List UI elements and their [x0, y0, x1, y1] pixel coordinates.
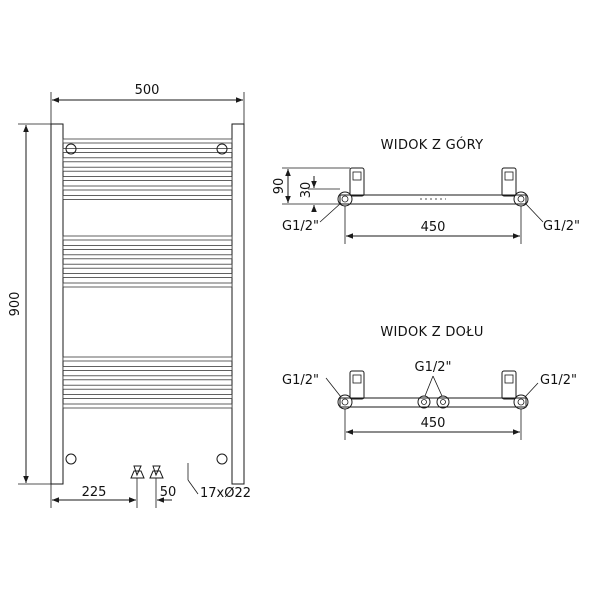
top-right-connection-label: G1/2": [543, 219, 580, 234]
horizontal-tubes: [62, 138, 233, 409]
bottom-right-plug: [216, 453, 228, 465]
left-collector: [50, 123, 64, 485]
offset-dimension-label: 225: [82, 485, 107, 500]
tube-8: [62, 235, 233, 241]
tube-19: [62, 403, 233, 409]
top-view-right-bracket: [501, 167, 517, 197]
tube-3: [62, 157, 233, 163]
pipe-spacing-label: 50: [160, 485, 177, 500]
top-view-title: WIDOK Z GÓRY: [381, 137, 484, 153]
tube-14: [62, 356, 233, 362]
bottom-center-connection-label: G1/2": [415, 360, 452, 375]
tube-17: [62, 384, 233, 390]
tube-6: [62, 185, 233, 191]
width-dimension-label: 500: [135, 83, 160, 98]
tube-13: [62, 282, 233, 288]
tube-4: [62, 166, 233, 172]
top-right-vent: [216, 143, 228, 155]
tube-12: [62, 273, 233, 279]
tube-15: [62, 365, 233, 371]
tube-10: [62, 254, 233, 260]
bottom-view-left-bracket: [349, 370, 365, 400]
tube-7: [62, 194, 233, 200]
top-view-spacing-label: 450: [421, 220, 446, 235]
bottom-view-center-connection-b: [436, 395, 450, 409]
bottom-view-body: [339, 397, 527, 408]
bottom-view-center-connection-a: [417, 395, 431, 409]
top-view: WIDOK Z GÓRY 90 30 G1/2" G1/2" 450: [272, 137, 580, 244]
tube-5: [62, 176, 233, 182]
tube-9: [62, 244, 233, 250]
tube-18: [62, 394, 233, 400]
bottom-nozzle-right-base: [149, 470, 164, 479]
bottom-right-connection-label: G1/2": [540, 373, 577, 388]
bottom-left-plug: [65, 453, 77, 465]
bottom-left-connection-label: G1/2": [282, 373, 319, 388]
bottom-view-right-bracket: [501, 370, 517, 400]
bottom-view: WIDOK Z DOŁU G1/2" G1/2" G1/2" 450: [282, 325, 577, 440]
tube-11: [62, 263, 233, 269]
bottom-view-title: WIDOK Z DOŁU: [380, 325, 483, 340]
height-dimension-label: 900: [8, 292, 23, 317]
top-view-left-bracket: [349, 167, 365, 197]
top-left-vent: [65, 143, 77, 155]
right-collector: [231, 123, 245, 485]
top-view-body: [339, 194, 527, 205]
tubes-spec-label: 17xØ22: [200, 486, 251, 501]
top-left-connection-label: G1/2": [282, 219, 319, 234]
offset-30-label: 30: [299, 182, 314, 199]
bottom-nozzle-left-base: [130, 470, 145, 479]
front-view: 500 900 225 50 17xØ22: [8, 83, 251, 508]
depth-dimension-label: 90: [272, 178, 287, 195]
bottom-view-spacing-label: 450: [421, 416, 446, 431]
tube-2: [62, 147, 233, 153]
tube-1: [62, 138, 233, 144]
tube-16: [62, 375, 233, 381]
